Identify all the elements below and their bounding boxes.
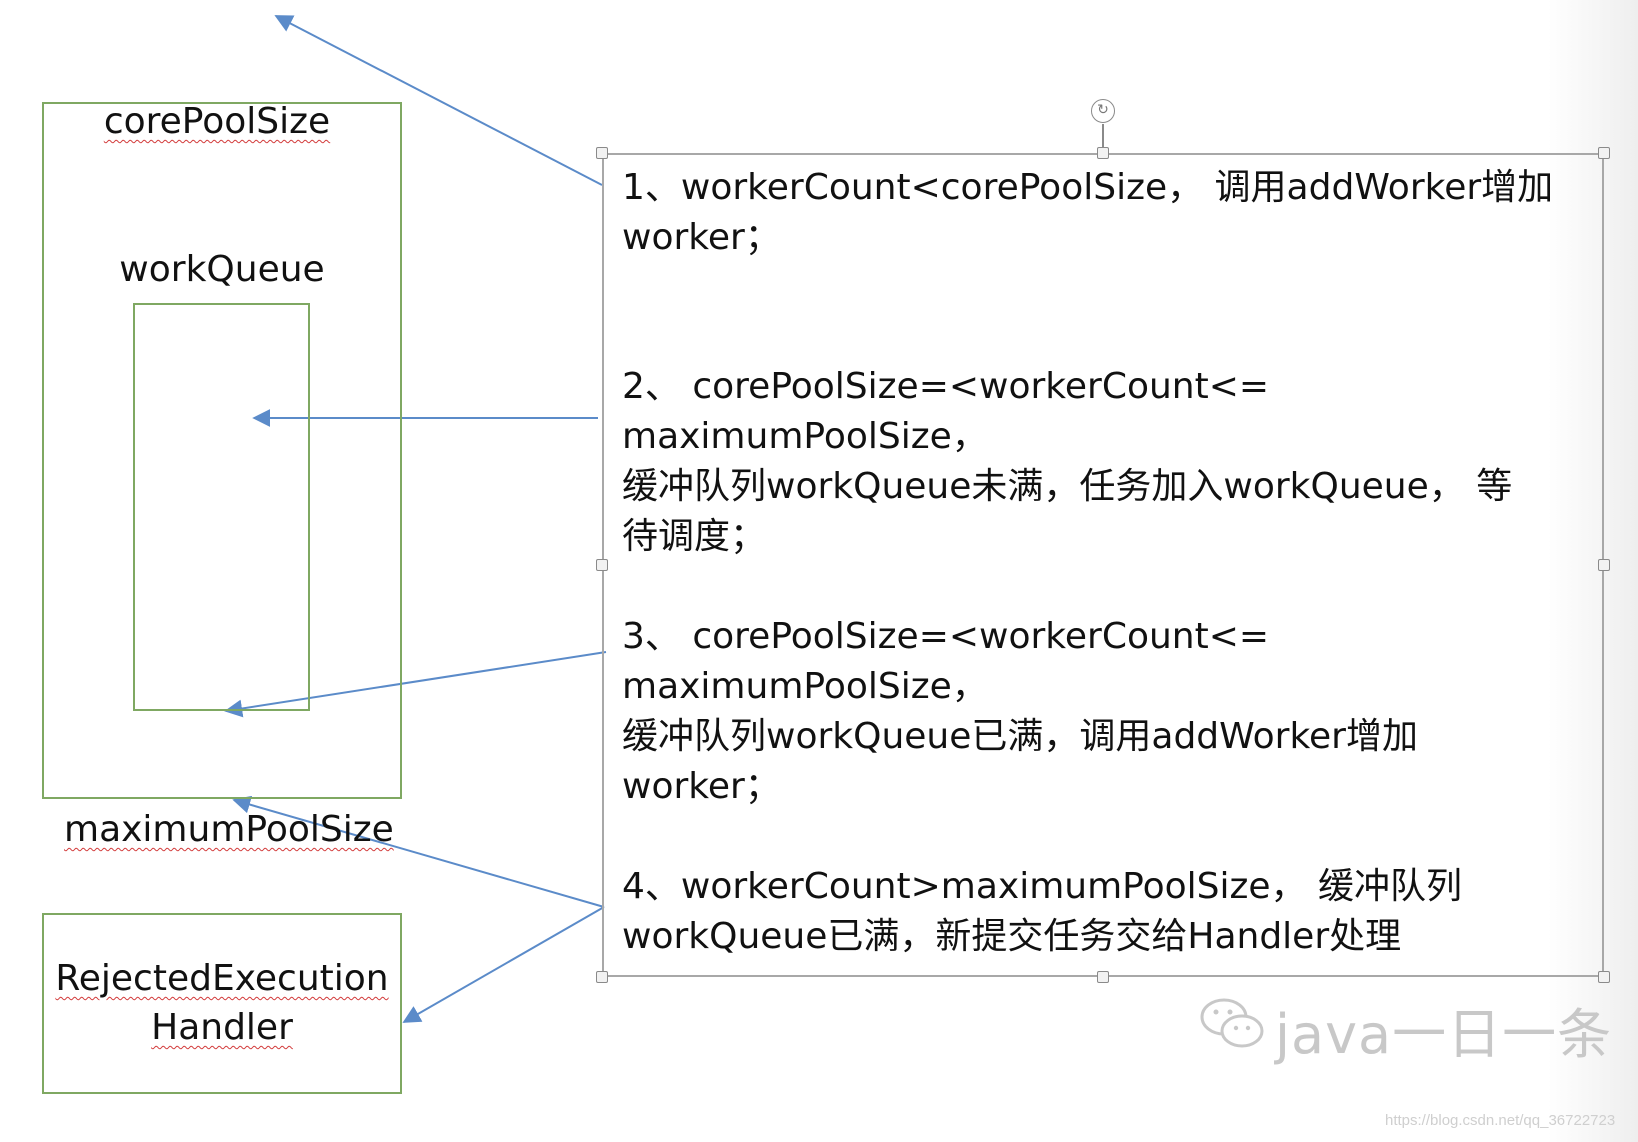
step-2-line-2: 缓冲队列workQueue未满，任务加入workQueue， 等 [622, 466, 1513, 507]
right-edge-shade [1548, 0, 1638, 1142]
resize-handle-middle-left[interactable] [596, 559, 608, 571]
step-2-line-1: 2、 corePoolSize=<workerCount<= maximumPo… [622, 366, 1270, 457]
steps-text-box[interactable] [602, 153, 1604, 977]
step-3-line-1: 3、 corePoolSize=<workerCount<= maximumPo… [622, 616, 1270, 707]
source-credit: https://blog.csdn.net/qq_36722723 [1385, 1112, 1616, 1129]
rejected-handler-label-line2: Handler [151, 1007, 293, 1048]
step-2-text: 2、 corePoolSize=<workerCount<= maximumPo… [622, 362, 1582, 562]
rotation-handle-stem [1102, 124, 1104, 152]
wechat-icon [1200, 998, 1264, 1048]
resize-handle-top-center[interactable] [1097, 147, 1109, 159]
core-pool-size-label: corePoolSize [103, 101, 331, 142]
work-queue-box [133, 303, 310, 711]
step-4-line-2: workQueue已满，新提交任务交给Handler处理 [622, 916, 1402, 957]
arrow-step1-to-top [274, 15, 603, 186]
watermark-text: java一日一条 [1275, 1003, 1613, 1066]
step-4-line-1: 4、workerCount>maximumPoolSize， 缓冲队列 [622, 866, 1462, 907]
rejected-handler-box [42, 913, 402, 1094]
step-3-line-3: worker； [622, 766, 781, 807]
resize-handle-top-right[interactable] [1598, 147, 1610, 159]
resize-handle-top-left[interactable] [596, 147, 608, 159]
rotate-icon[interactable]: ↻ [1091, 99, 1115, 123]
step-1-line-2: worker； [622, 217, 781, 258]
max-pool-box [42, 102, 402, 799]
step-1-text: 1、workerCount<corePoolSize， 调用addWorker增… [622, 163, 1582, 263]
resize-handle-bottom-left[interactable] [596, 971, 608, 983]
step-1-line-1: 1、workerCount<corePoolSize， 调用addWorker增… [622, 167, 1554, 208]
maximum-pool-size-label: maximumPoolSize [64, 809, 394, 850]
arrow-step3-to-queue-bottom [224, 651, 607, 718]
step-3-line-2: 缓冲队列workQueue已满，调用addWorker增加 [622, 716, 1418, 757]
arrow-step4-to-handler [402, 906, 605, 1023]
resize-handle-bottom-center[interactable] [1097, 971, 1109, 983]
resize-handle-bottom-right[interactable] [1598, 971, 1610, 983]
work-queue-label: workQueue [119, 249, 325, 290]
step-3-text: 3、 corePoolSize=<workerCount<= maximumPo… [622, 612, 1582, 812]
rejected-handler-label-line1: RejectedExecution [55, 958, 389, 999]
step-4-text: 4、workerCount>maximumPoolSize， 缓冲队列 work… [622, 862, 1582, 962]
arrow-step4-to-max [232, 795, 605, 908]
step-2-line-3: 待调度； [622, 516, 767, 557]
resize-handle-middle-right[interactable] [1598, 559, 1610, 571]
